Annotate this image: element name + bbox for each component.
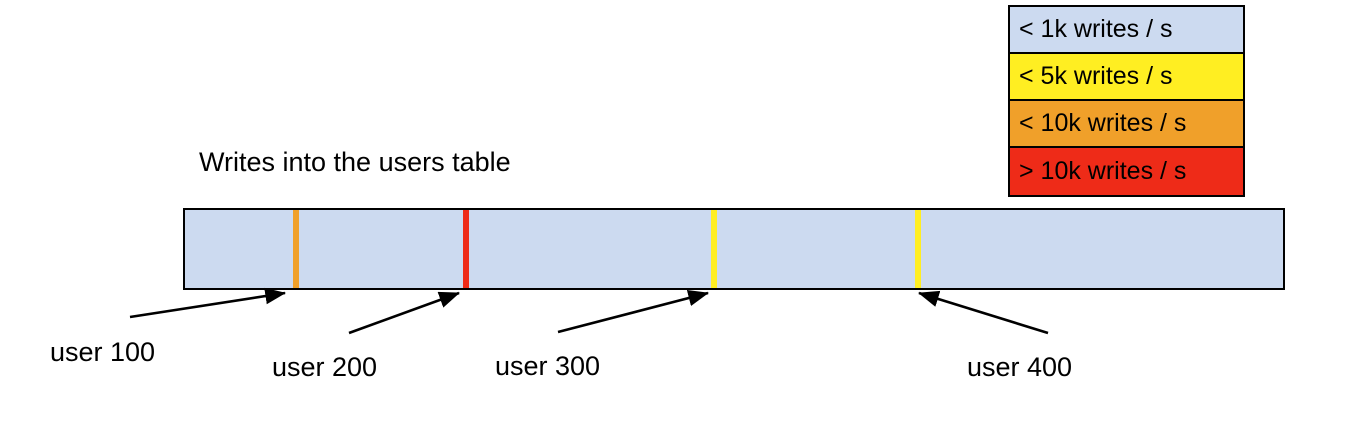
marker-stripe-user-100: [292, 210, 299, 288]
legend-row-under-10k: < 10k writes / s: [1010, 101, 1243, 148]
legend-row-under-5k: < 5k writes / s: [1010, 54, 1243, 101]
legend-label: < 5k writes / s: [1019, 62, 1173, 90]
marker-stripe-user-400: [915, 210, 922, 288]
marker-stripe-user-300: [710, 210, 717, 288]
callout-label-user-400: user 400: [967, 352, 1073, 382]
legend-label: > 10k writes / s: [1019, 157, 1187, 185]
legend-label: < 10k writes / s: [1019, 109, 1187, 137]
legend-row-over-10k: > 10k writes / s: [1010, 148, 1243, 195]
write-rate-legend: < 1k writes / s < 5k writes / s < 10k wr…: [1008, 5, 1245, 197]
legend-row-under-1k: < 1k writes / s: [1010, 7, 1243, 54]
arrow-user-300: [557, 289, 710, 334]
callout-label-user-300: user 300: [495, 351, 601, 381]
arrow-user-200: [348, 291, 460, 335]
users-table-range-bar: [183, 208, 1285, 290]
arrow-user-400: [918, 290, 1049, 335]
marker-stripe-user-200: [462, 210, 469, 288]
legend-label: < 1k writes / s: [1019, 15, 1173, 43]
arrow-user-100: [129, 287, 287, 319]
callout-label-user-200: user 200: [272, 352, 378, 382]
chart-title: Writes into the users table: [199, 147, 511, 177]
callout-label-user-100: user 100: [50, 337, 156, 367]
